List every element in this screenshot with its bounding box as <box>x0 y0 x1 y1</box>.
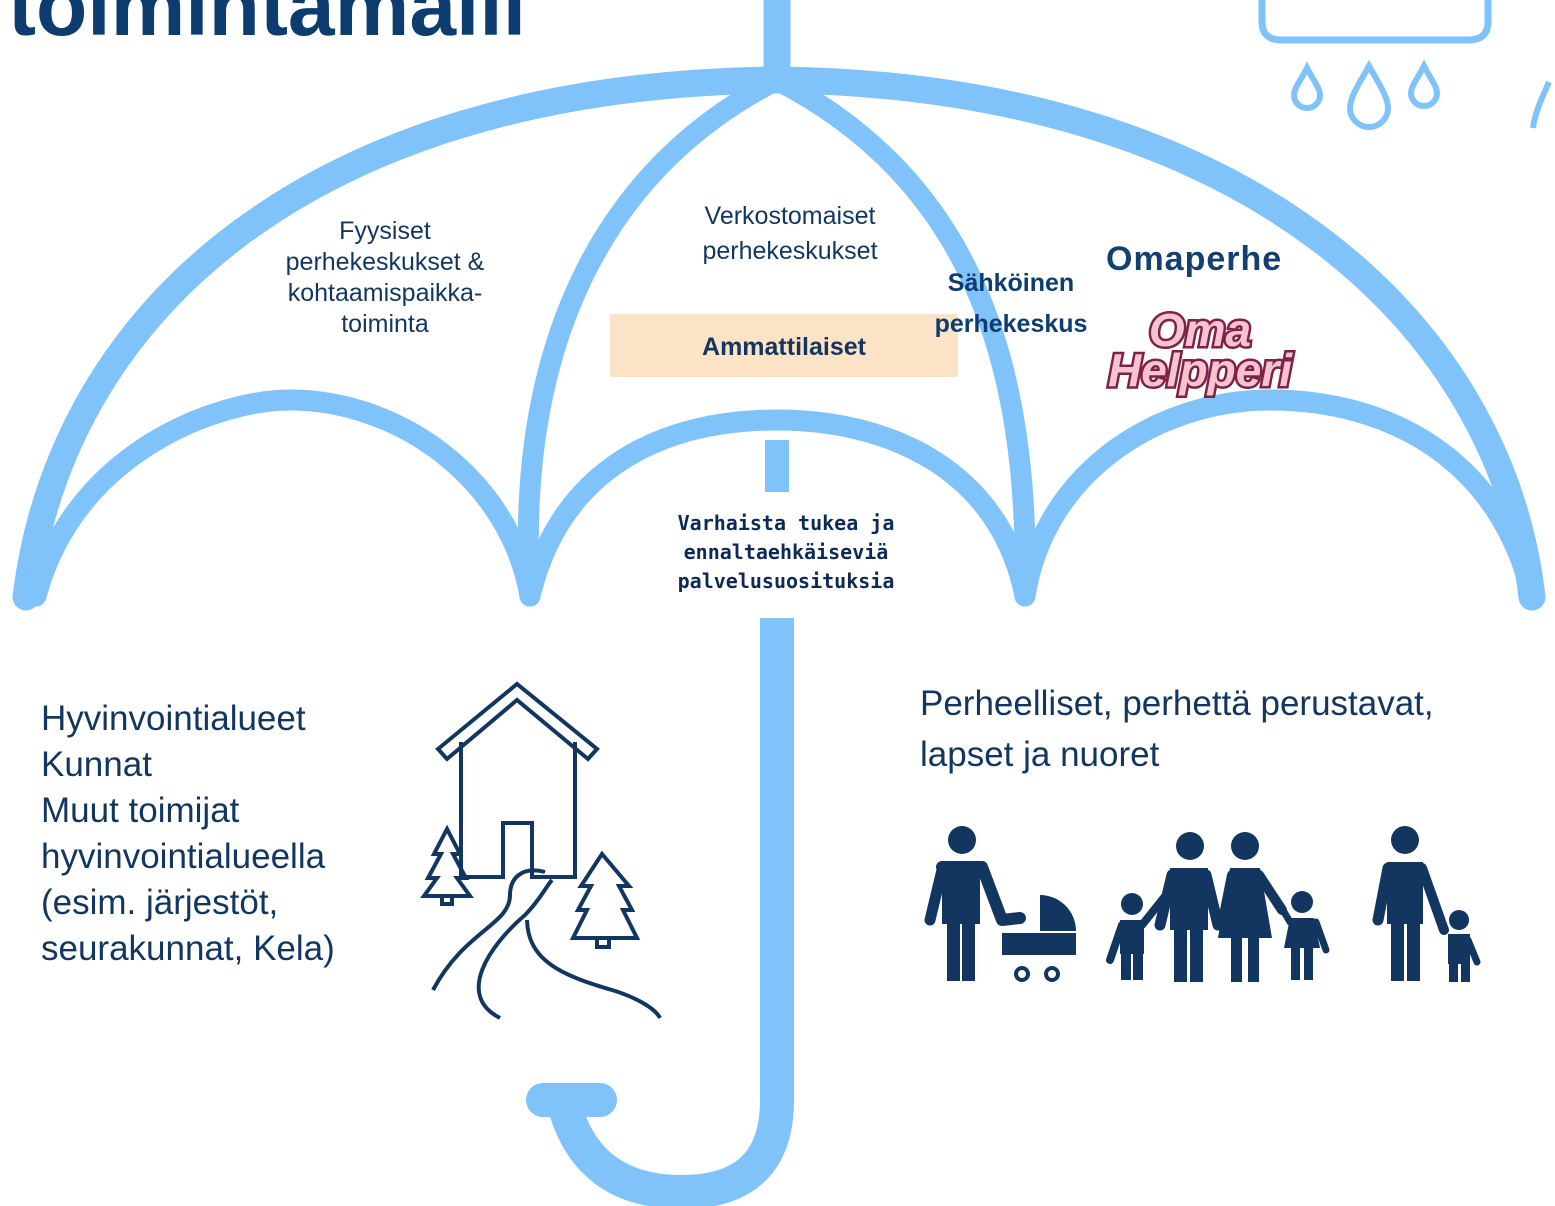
page-title: toimintamalli <box>8 0 527 53</box>
actor-item: Hyvinvointialueet <box>41 699 306 738</box>
stroller-icon <box>1002 895 1076 982</box>
raindrop-icon <box>1290 59 1552 130</box>
omaperhe-logo: Omaperhe <box>1106 240 1283 278</box>
tree-icon <box>420 824 474 906</box>
actor-item: seurakunnat, Kela) <box>41 929 335 968</box>
tree-icon <box>569 850 641 949</box>
section-electronic-center: Sähköinen perhekeskus <box>934 269 1088 338</box>
actor-item: hyvinvointialueella <box>41 837 326 876</box>
omahelpperi-logo: Oma Helpperi <box>1105 304 1294 396</box>
umbrella-icon <box>12 0 1546 1206</box>
actor-item: Muut toimijat <box>41 791 240 830</box>
family-icon <box>924 826 1481 982</box>
cloud-icon <box>1258 0 1492 44</box>
road-icon <box>431 868 662 1020</box>
actor-item: (esim. järjestöt, <box>41 883 279 922</box>
actor-item: Kunnat <box>41 745 152 784</box>
audience-text: Perheelliset, perhettä perustavat, lapse… <box>920 684 1434 774</box>
professionals-box: Ammattilaiset <box>610 314 958 377</box>
professionals-label: Ammattilaiset <box>702 333 866 361</box>
section-physical-centers: Fyysiset perhekeskukset & kohtaamispaikk… <box>285 217 485 338</box>
shaft-label: Varhaista tukea ja ennaltaehkäiseviä pal… <box>677 511 895 593</box>
actors-list: Hyvinvointialueet Kunnat Muut toimijat h… <box>41 696 421 972</box>
house-icon <box>435 681 600 879</box>
section-network-centers: Verkostomaiset perhekeskukset <box>702 202 878 265</box>
